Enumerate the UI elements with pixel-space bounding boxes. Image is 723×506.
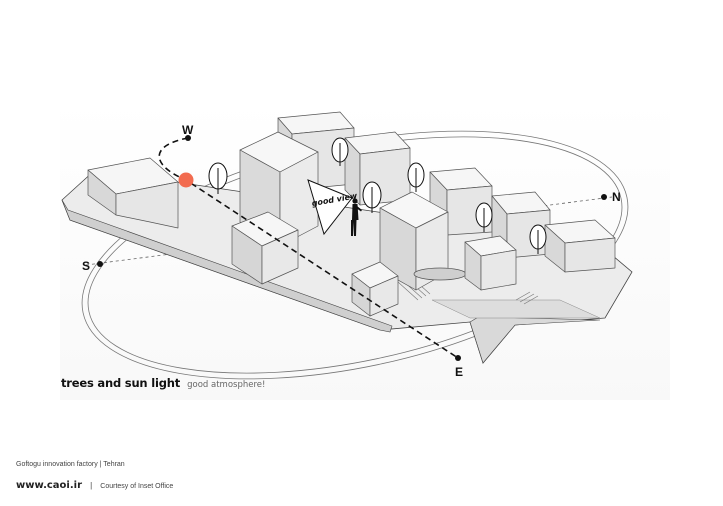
diagram-caption: trees and sun light good atmosphere! xyxy=(61,372,265,391)
footer-credit: Courtesy of Inset Office xyxy=(100,483,174,490)
caption-subtitle: good atmosphere! xyxy=(187,380,266,390)
tree-icon xyxy=(208,162,228,194)
tree-icon xyxy=(475,202,493,232)
tree-icon xyxy=(407,162,425,192)
footer-project: Goftogu innovation factory | Tehran xyxy=(16,461,125,468)
footer-credit-line: www.caoi.ir | Courtesy of Inset Office xyxy=(16,473,173,492)
building xyxy=(87,157,179,229)
tree-icon xyxy=(331,137,349,166)
building xyxy=(464,235,517,291)
compass-north: N xyxy=(612,190,621,204)
caption-title: trees and sun light xyxy=(61,376,181,390)
sun-icon xyxy=(178,172,194,188)
tree-icon xyxy=(362,181,382,213)
building xyxy=(231,211,299,285)
view-cone: good view xyxy=(307,179,359,236)
compass-east: E xyxy=(455,365,463,379)
building xyxy=(544,219,616,273)
compass-south: S xyxy=(82,259,90,273)
compass: W N S E xyxy=(82,123,621,379)
site-ground xyxy=(61,169,633,364)
tree-icon xyxy=(529,224,547,254)
compass-west: W xyxy=(182,123,194,137)
trees xyxy=(208,137,547,254)
footer-separator: | xyxy=(90,481,93,490)
person-icon xyxy=(351,198,362,236)
footer-website[interactable]: www.caoi.ir xyxy=(16,480,83,491)
